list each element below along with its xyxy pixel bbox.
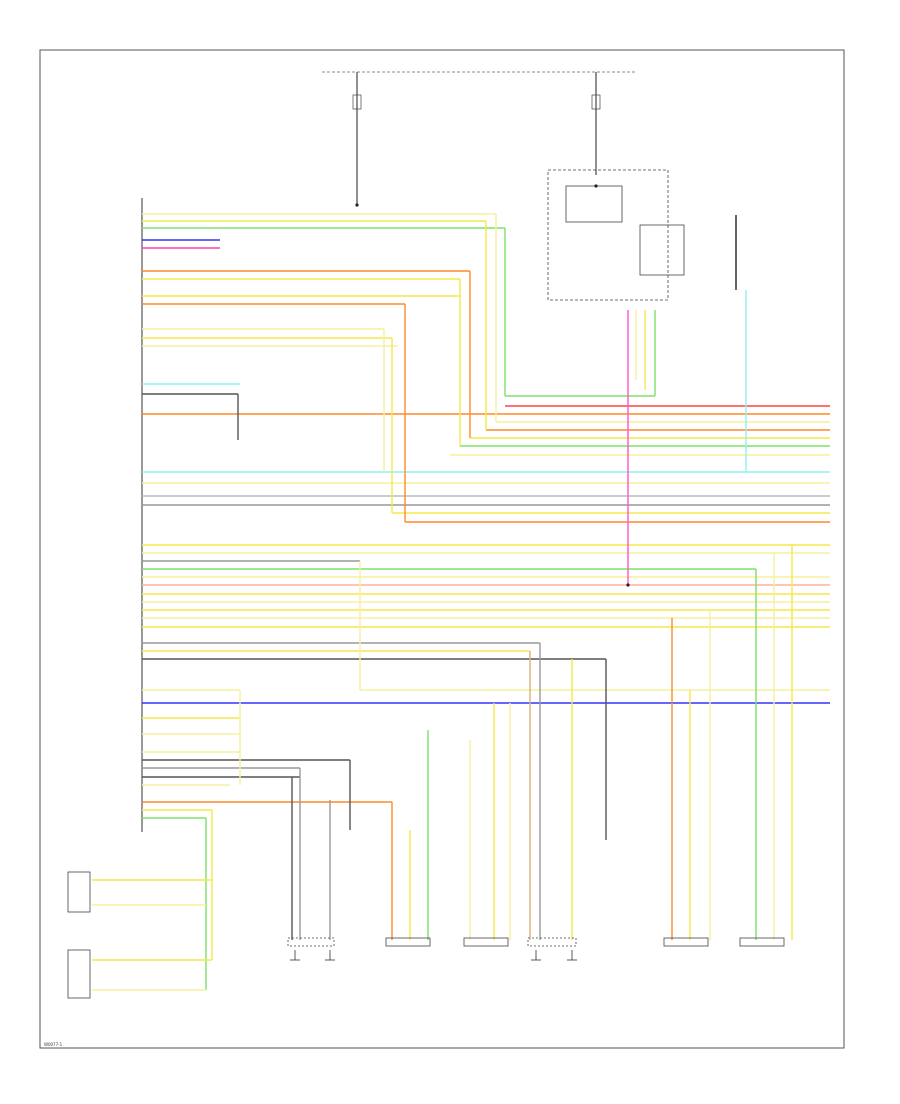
seat-switch-box bbox=[565, 185, 623, 223]
inflator-connector-2 bbox=[67, 949, 91, 999]
ground-icon bbox=[290, 950, 577, 961]
vertical-wires bbox=[92, 214, 793, 991]
inflator-connector-1 bbox=[67, 871, 91, 913]
fuse-icon bbox=[591, 94, 601, 110]
diagram-frame bbox=[39, 49, 845, 1049]
passenger-sensor-box bbox=[639, 224, 685, 276]
right-side-inflator-connector bbox=[287, 937, 335, 947]
splice-icon bbox=[355, 184, 630, 587]
right-rear-sensor-connector bbox=[463, 937, 509, 947]
seat-belt-buckle-assembly bbox=[547, 169, 669, 301]
module-wires bbox=[142, 213, 830, 819]
left-rear-sensor-connector bbox=[739, 937, 785, 947]
right-front-sensor-connector bbox=[385, 937, 431, 947]
left-side-inflator-connector bbox=[527, 937, 577, 947]
right-harness-wires bbox=[360, 395, 830, 691]
left-front-sensor-connector bbox=[663, 937, 709, 947]
diagram-code: W0077-1 bbox=[44, 1042, 63, 1047]
bottom-components bbox=[287, 937, 785, 947]
fuse-icon bbox=[352, 94, 362, 110]
